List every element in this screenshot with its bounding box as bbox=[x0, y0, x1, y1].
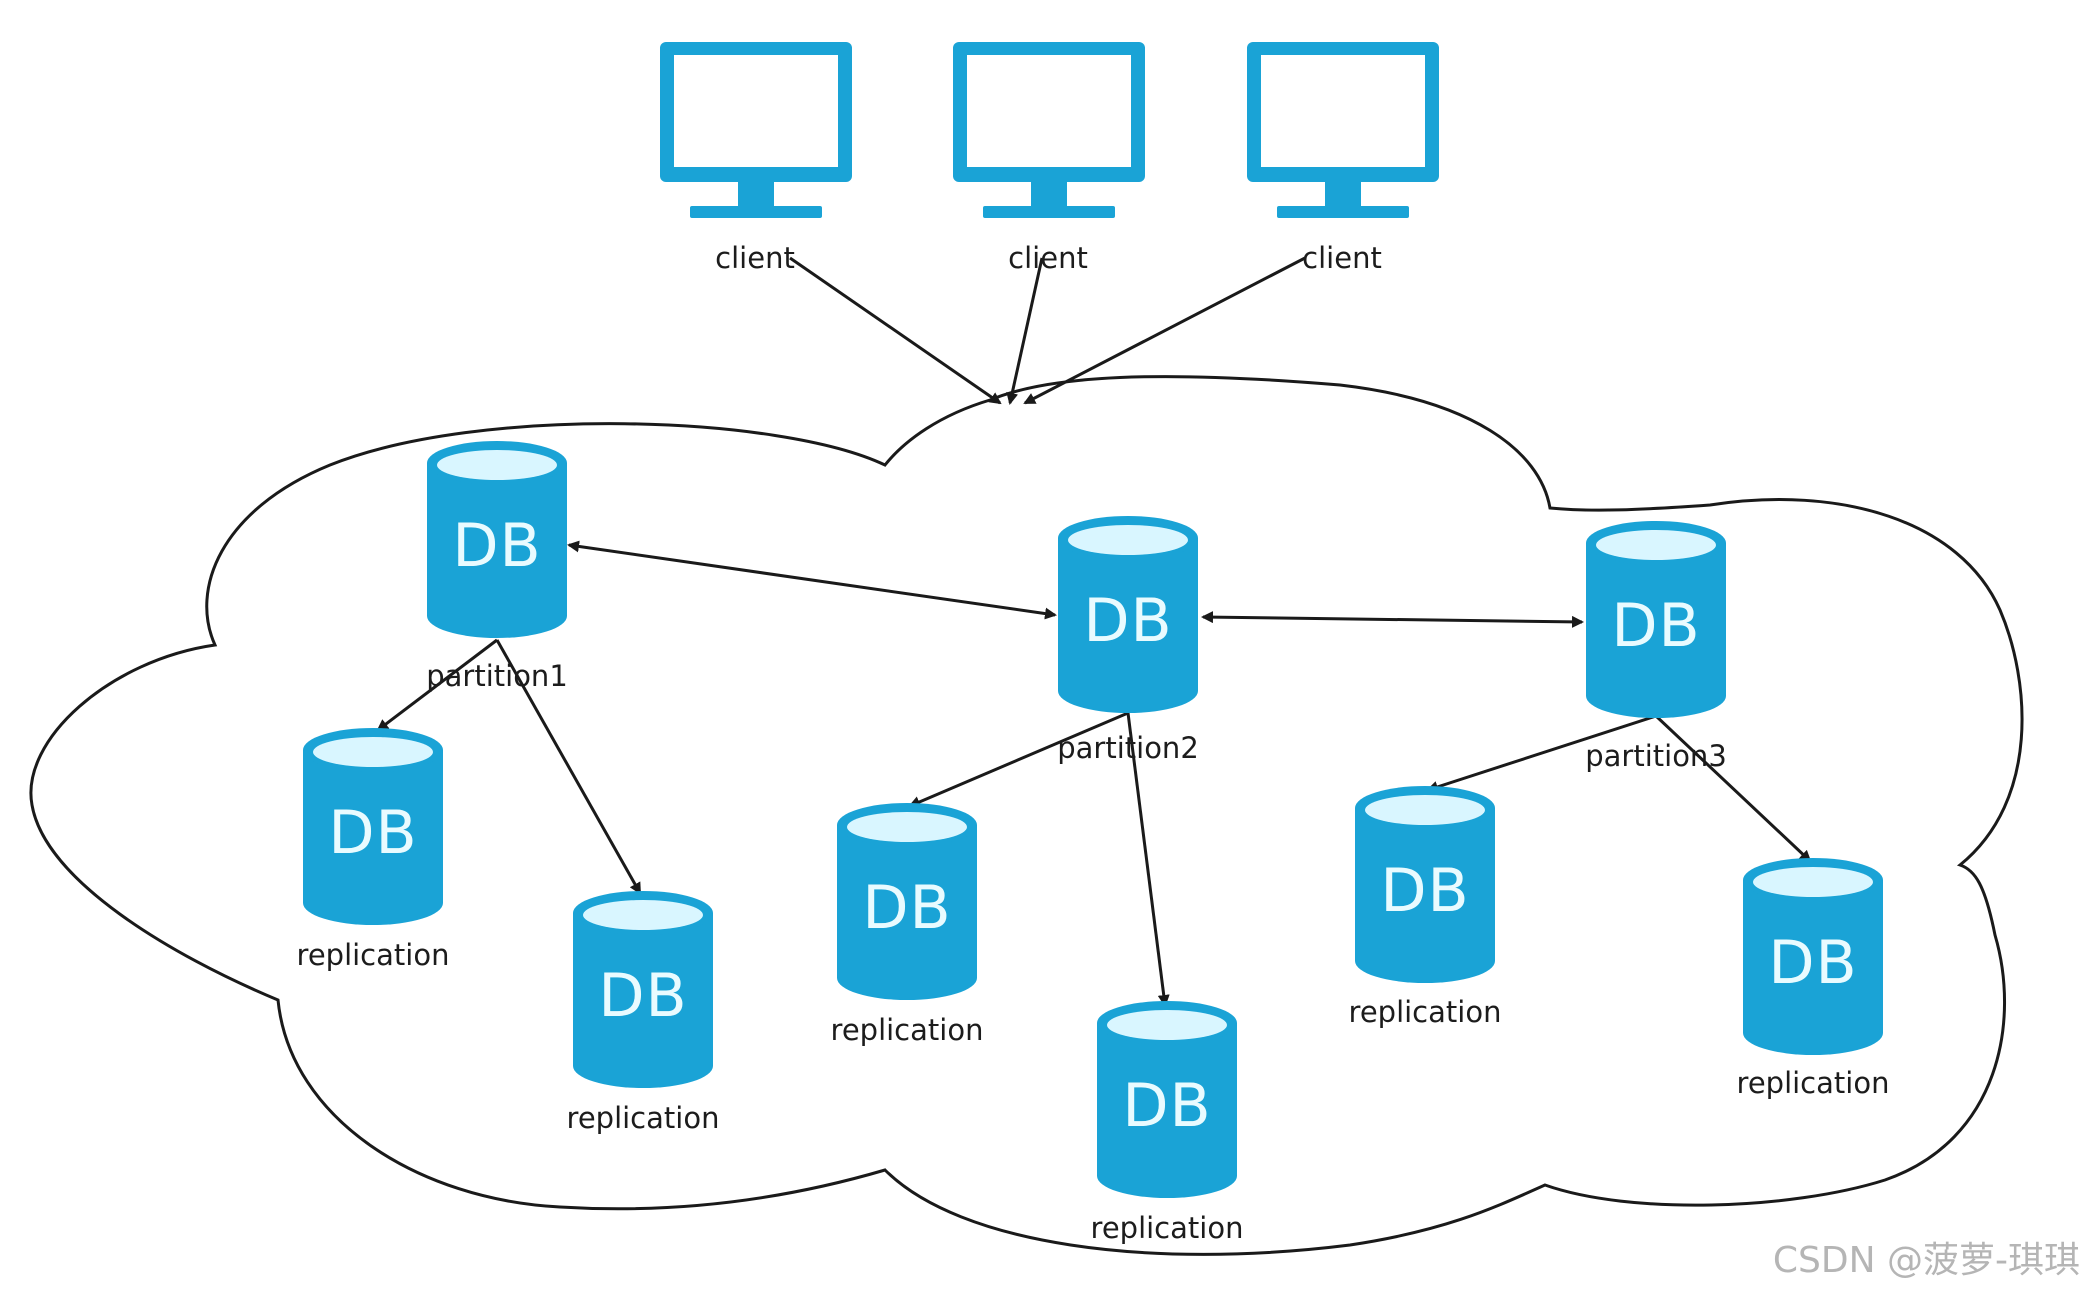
client-1-connector bbox=[789, 256, 1002, 405]
client-label-2: client bbox=[1008, 241, 1088, 275]
monitor-icon bbox=[953, 42, 1145, 218]
database-icon: DB bbox=[1586, 521, 1726, 718]
client-label-3: client bbox=[1302, 241, 1382, 275]
partition-label-2: partition2 bbox=[1057, 731, 1199, 765]
partition-3-to-replication-3a bbox=[1426, 714, 1657, 793]
monitor-icon bbox=[660, 42, 852, 218]
db-text: DB bbox=[1768, 928, 1857, 998]
database-icon: DB bbox=[573, 891, 713, 1088]
partition-3-to-replication-3b bbox=[1654, 714, 1812, 863]
db-text: DB bbox=[598, 961, 687, 1031]
database-icon: DB bbox=[1355, 786, 1495, 983]
client-2-connector bbox=[1006, 257, 1044, 405]
partition-label-3: partition3 bbox=[1585, 739, 1727, 773]
db-text: DB bbox=[1083, 586, 1172, 656]
database-icon: DB bbox=[1097, 1001, 1237, 1198]
partition-1-to-replication-1a bbox=[376, 638, 498, 732]
database-icon: DB bbox=[303, 728, 443, 925]
db-text: DB bbox=[328, 798, 417, 868]
network-cloud bbox=[29, 375, 2024, 1256]
partition-2-to-replication-2b bbox=[1126, 712, 1170, 1007]
db-text: DB bbox=[1380, 856, 1469, 926]
replication-label-1a: replication bbox=[297, 938, 450, 972]
db-text: DB bbox=[862, 873, 951, 943]
db-text: DB bbox=[1611, 591, 1700, 661]
client-3-connector bbox=[1023, 256, 1306, 405]
partition-2-3-link bbox=[1201, 611, 1584, 628]
database-icon: DB bbox=[837, 803, 977, 1000]
database-icon: DB bbox=[1058, 516, 1198, 713]
partition-label-1: partition1 bbox=[426, 659, 568, 693]
database-icon: DB bbox=[427, 441, 567, 638]
replication-label-1b: replication bbox=[567, 1101, 720, 1135]
client-label-1: client bbox=[715, 241, 795, 275]
partition-2-to-replication-2a bbox=[908, 711, 1129, 808]
replication-label-3a: replication bbox=[1349, 995, 1502, 1029]
replication-label-2b: replication bbox=[1091, 1211, 1244, 1245]
db-text: DB bbox=[1122, 1071, 1211, 1141]
replication-label-3b: replication bbox=[1737, 1066, 1890, 1100]
partition-1-to-replication-1b bbox=[495, 639, 642, 895]
partition-1-2-link bbox=[567, 540, 1057, 620]
replication-label-2a: replication bbox=[831, 1013, 984, 1047]
db-text: DB bbox=[452, 511, 541, 581]
watermark: CSDN @菠萝-琪琪 bbox=[1773, 1240, 2080, 1281]
database-icon: DB bbox=[1743, 858, 1883, 1055]
monitor-icon bbox=[1247, 42, 1439, 218]
